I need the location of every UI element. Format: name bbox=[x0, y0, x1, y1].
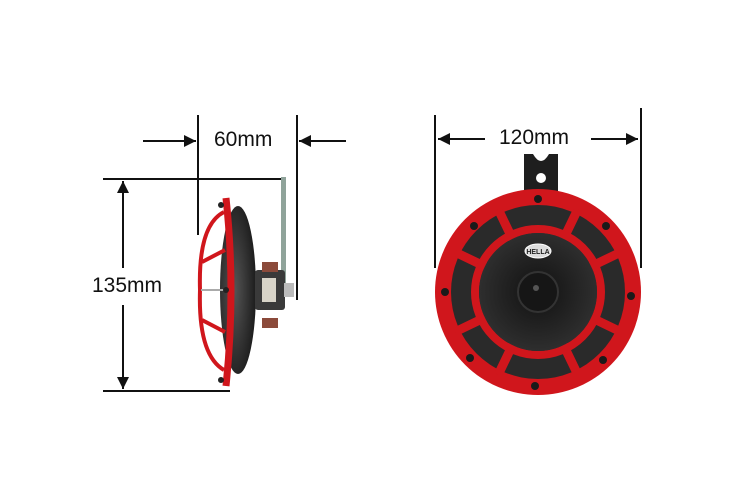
hella-logo: HELLA bbox=[526, 249, 549, 256]
front-view: HELLA bbox=[434, 108, 642, 395]
width-label: 120mm bbox=[497, 126, 572, 150]
height-label: 135mm bbox=[90, 274, 165, 298]
depth-label: 60mm bbox=[212, 128, 275, 152]
side-view bbox=[103, 115, 346, 392]
